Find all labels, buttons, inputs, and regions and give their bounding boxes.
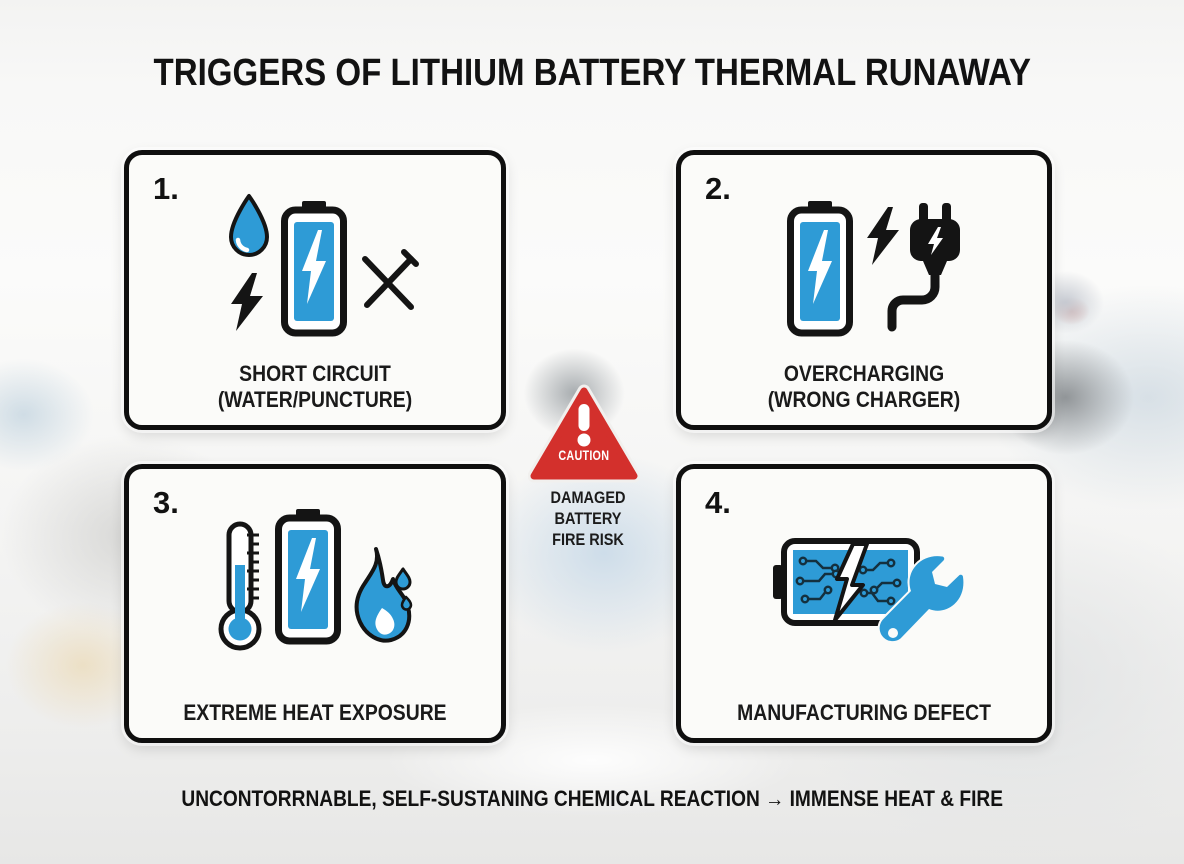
card-caption: SHORT CIRCUIT (WATER/PUNCTURE) — [129, 361, 501, 413]
caption-line: OVERCHARGING — [783, 361, 945, 386]
warning-triangle-icon — [527, 384, 641, 483]
lightning-icon — [867, 207, 899, 265]
extreme-heat-icon-group — [211, 507, 421, 663]
overcharging-icon-group — [781, 189, 977, 349]
card-number: 1. — [153, 171, 179, 206]
caption-line: (WRONG CHARGER) — [767, 387, 961, 412]
footer-text-content: UNCONTORRNABLE, SELF-SUSTANING CHEMICAL … — [181, 786, 1003, 811]
page-title-text: TRIGGERS OF LITHIUM BATTERY THERMAL RUNA… — [153, 52, 1031, 94]
manufacturing-defect-icon-group — [773, 529, 973, 659]
battery-lightning-icon — [281, 201, 347, 337]
card-manufacturing-defect: 4. — [676, 464, 1052, 743]
card-number: 4. — [705, 485, 731, 520]
card-number: 3. — [153, 485, 179, 520]
power-plug-cord-icon — [887, 203, 960, 332]
card-number: 2. — [705, 171, 731, 206]
card-caption: OVERCHARGING (WRONG CHARGER) — [681, 361, 1047, 413]
warning-line: FIRE RISK — [552, 531, 624, 549]
nail-puncture-icon — [362, 249, 419, 310]
wrench-icon — [877, 554, 965, 644]
footer-text: UNCONTORRNABLE, SELF-SUSTANING CHEMICAL … — [0, 786, 1184, 812]
card-caption: EXTREME HEAT EXPOSURE — [129, 700, 501, 726]
flame-icon — [354, 547, 413, 643]
water-drop-icon — [229, 194, 269, 257]
thermometer-icon — [218, 521, 262, 651]
caption-line: MANUFACTURING DEFECT — [737, 700, 991, 725]
caption-line: SHORT CIRCUIT — [239, 361, 391, 386]
cracked-circuit-battery-icon — [773, 538, 920, 626]
warning-text: DAMAGED BATTERY FIRE RISK — [505, 488, 671, 551]
caution-sign: CAUTION — [527, 382, 641, 484]
page-title: TRIGGERS OF LITHIUM BATTERY THERMAL RUNA… — [0, 52, 1184, 95]
caution-label: CAUTION — [528, 448, 640, 463]
short-circuit-icon-group — [225, 191, 425, 351]
caution-label-text: CAUTION — [558, 448, 610, 463]
lightning-icon — [231, 273, 263, 331]
warning-line: DAMAGED — [550, 489, 626, 507]
card-short-circuit: 1. SHORT CIRCUIT (WATER/PUN — [124, 150, 506, 430]
battery-lightning-icon — [787, 201, 853, 337]
card-overcharging: 2. OVERCHARGING (WRONG CHARGER) — [676, 150, 1052, 430]
caption-line: EXTREME HEAT EXPOSURE — [183, 700, 447, 725]
card-caption: MANUFACTURING DEFECT — [681, 700, 1047, 726]
card-extreme-heat: 3. — [124, 464, 506, 743]
battery-lightning-icon — [275, 509, 341, 645]
warning-line: BATTERY — [554, 510, 622, 528]
caption-line: (WATER/PUNCTURE) — [217, 387, 413, 412]
